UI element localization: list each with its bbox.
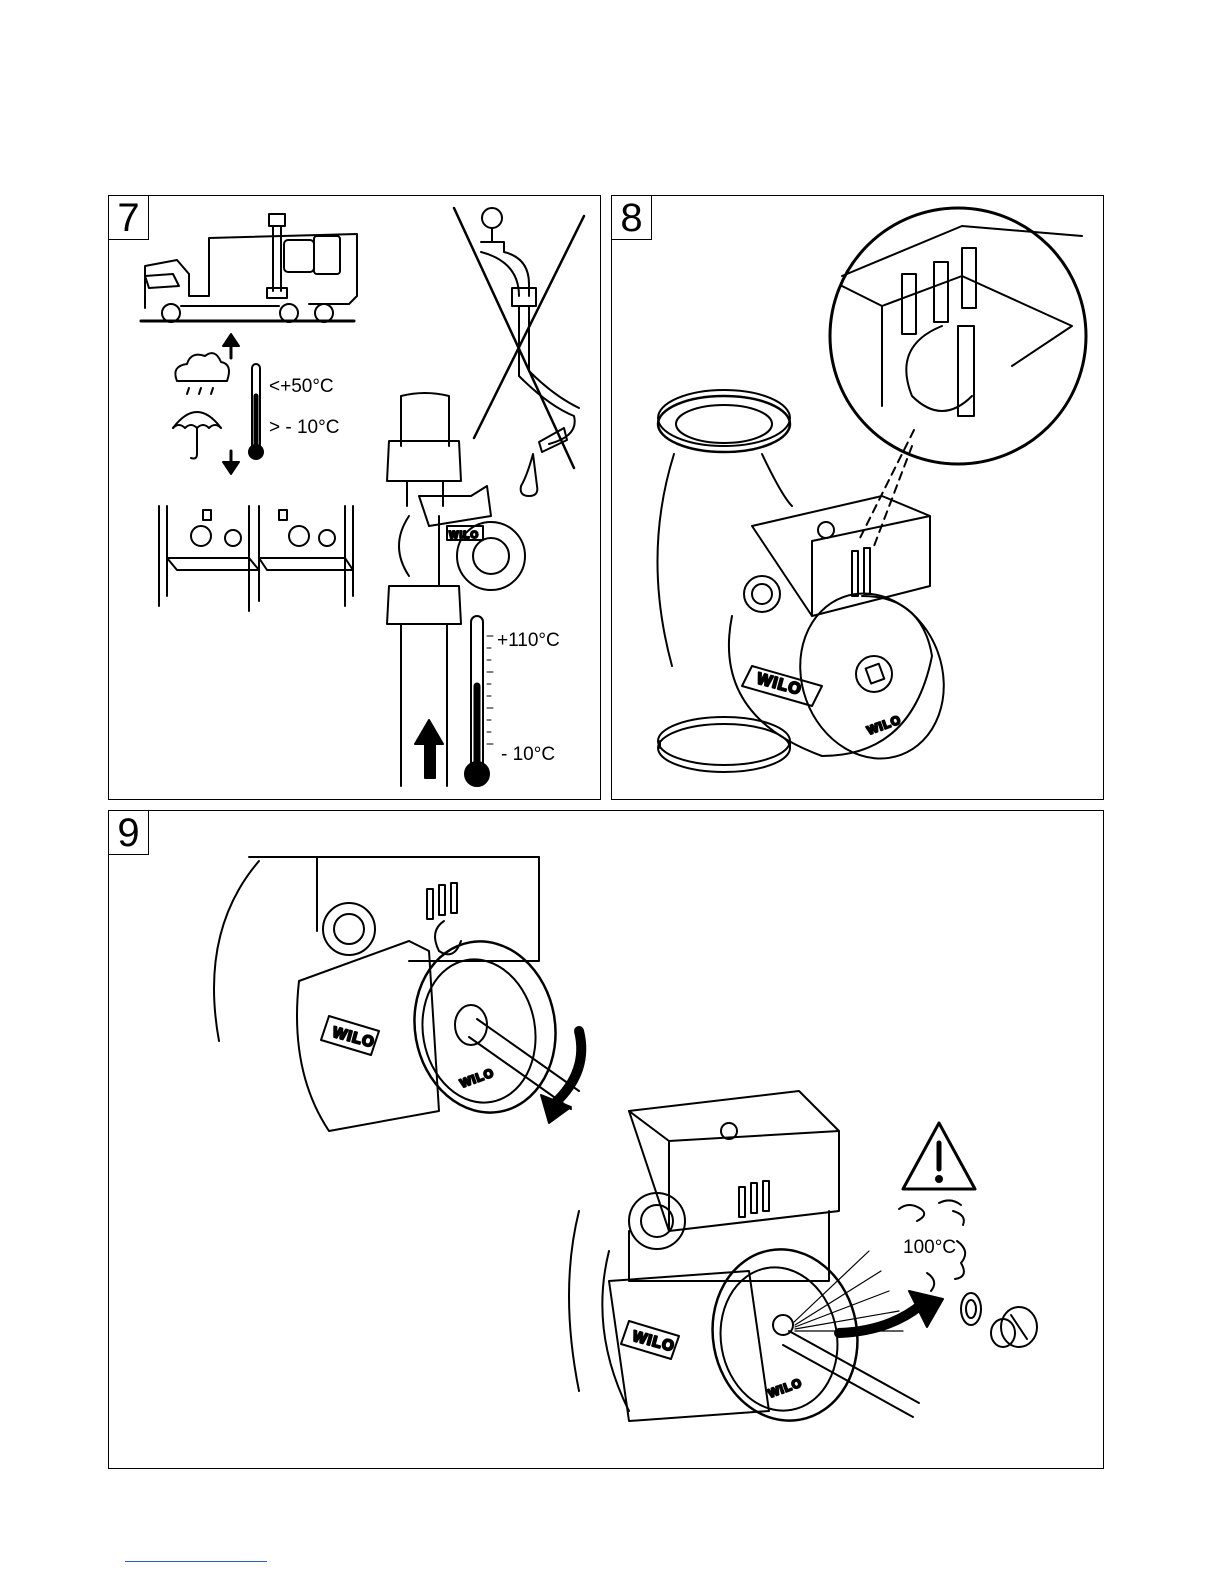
pump-icon: WILO <box>387 393 525 786</box>
warning-triangle-icon <box>903 1123 975 1189</box>
pump-icon <box>267 214 340 298</box>
pipe-icon <box>454 208 584 468</box>
brand-label: WILO <box>631 1328 677 1356</box>
panel-7: 7 <box>108 195 601 800</box>
brand-label: WILO <box>449 530 479 541</box>
fluid-min-temp: - 10°C <box>501 744 555 765</box>
shelf-icon <box>159 506 353 611</box>
pump-icon: WILO WILO <box>214 857 569 1131</box>
footer-rule <box>125 1561 267 1562</box>
fluid-max-temp: +110°C <box>497 630 560 651</box>
panel-9: 9 WILO WILO <box>108 810 1104 1469</box>
thermometer-icon <box>465 616 493 786</box>
drip-icon <box>521 454 538 496</box>
storage-min-temp: > - 10°C <box>269 417 339 438</box>
panel-7-illustration: WILO <+50°C > - 10°C +110°C - 10°C <box>109 196 602 801</box>
truck-icon <box>141 234 357 322</box>
rotate-arrow-icon <box>541 1031 581 1123</box>
magnifier-circle-icon <box>830 208 1086 546</box>
flow-arrow-icon <box>223 334 239 474</box>
plug-screw-icon <box>961 1293 1037 1347</box>
brand-label: WILO <box>766 1375 804 1400</box>
storage-max-temp: <+50°C <box>269 376 334 397</box>
brand-label: WILO <box>458 1065 496 1090</box>
hot-water-temp: 100°C <box>903 1237 956 1258</box>
umbrella-icon <box>173 412 221 459</box>
panel-8-illustration: WILO WILO <box>612 196 1105 801</box>
thermometer-icon <box>249 364 263 459</box>
pump-icon: WILO WILO <box>569 1091 871 1432</box>
pump-icon: WILO WILO <box>657 390 966 779</box>
rain-cloud-icon <box>175 353 229 394</box>
brand-label: WILO <box>865 712 903 737</box>
panel-9-illustration: WILO WILO <box>109 811 1105 1470</box>
panel-8: 8 <box>611 195 1104 800</box>
flow-arrow-icon <box>415 720 443 778</box>
